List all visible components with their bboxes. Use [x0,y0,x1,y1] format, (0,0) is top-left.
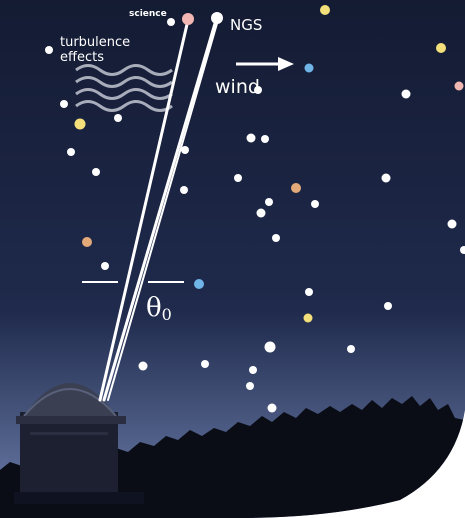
telescope-dome-icon [14,383,144,504]
star-icon [181,146,189,154]
turbulence-label-line2: effects [60,50,104,65]
star-icon [401,89,411,99]
star-icon [272,234,280,242]
star-icon [320,5,330,15]
light-beams [98,18,219,402]
wind-arrow-icon [236,57,294,71]
star-icon [201,360,209,368]
star-icon [347,345,355,353]
ngs-beam [102,18,218,402]
star-icon [304,63,314,73]
star-icon [114,114,122,122]
star-icon [234,174,242,182]
star-icon [194,279,204,289]
star-icon [436,43,446,53]
ngs-star [211,12,223,24]
star-icon [74,118,86,130]
star-icon [249,366,257,374]
angle-subscript: 0 [162,305,172,324]
star-icon [454,81,464,91]
star-icon [265,198,273,206]
star-icon [305,288,313,296]
star-icon [138,361,148,371]
star-icon [45,46,53,54]
turbulence-waves-icon [75,64,173,112]
science-beam [98,18,190,402]
turbulence-label-line1: turbulence [60,35,130,50]
star-icon [267,403,277,413]
angle-label: θ0 [146,293,172,324]
science-star [182,13,194,25]
star-icon [180,186,188,194]
star-icon [167,18,175,26]
star-icon [256,208,266,218]
star-icon [264,341,276,353]
star-icon [92,168,100,176]
star-icon [101,262,109,270]
star-icon [303,313,313,323]
ngs-label: NGS [230,16,262,34]
star-icon [447,219,457,229]
star-icon [311,200,319,208]
star-icon [261,135,269,143]
star-icon [82,237,92,247]
star-field [45,5,465,446]
star-icon [381,173,391,183]
star-icon [254,86,262,94]
science-label: science [129,9,167,19]
star-icon [246,382,254,390]
star-icon [291,183,301,193]
star-icon [67,148,75,156]
star-icon [384,302,392,310]
wind-label: wind [215,76,260,98]
star-icon [60,100,68,108]
star-icon [460,246,465,254]
ngs-beam-outer [107,19,219,401]
star-icon [246,133,256,143]
